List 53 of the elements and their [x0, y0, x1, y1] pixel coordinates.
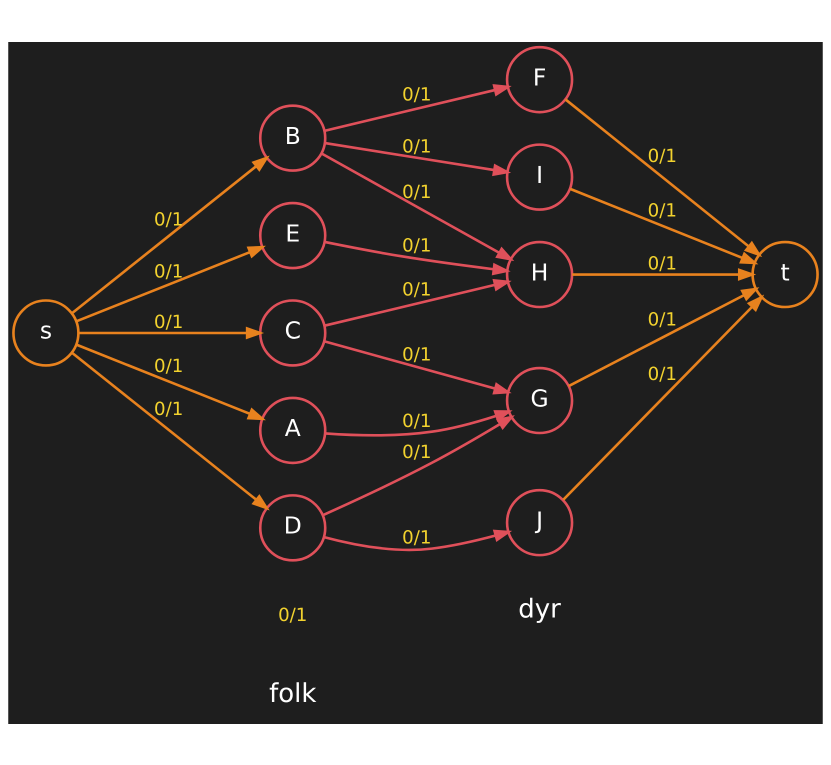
edge-label: 0/1 — [648, 145, 677, 166]
edge-label: 0/1 — [154, 312, 184, 333]
arrow — [322, 414, 515, 516]
edge-label: 0/1 — [648, 308, 677, 330]
arrow — [71, 351, 270, 510]
edge-label: 0/1 — [648, 364, 677, 385]
arrow — [320, 152, 514, 261]
node-circle: B — [258, 104, 327, 172]
edge-label: 0/1 — [402, 136, 432, 158]
edge-label: 0/1 — [402, 279, 432, 300]
arrow — [71, 154, 270, 314]
arrow — [324, 141, 512, 176]
arrow — [562, 294, 764, 500]
arrow — [76, 343, 266, 420]
edge-label: 0/1 — [402, 234, 432, 256]
node-circle: H — [506, 240, 574, 308]
arrow — [568, 286, 760, 387]
node-circle: I — [506, 142, 574, 210]
node-circle: t — [751, 240, 819, 308]
arrow — [324, 84, 512, 132]
arrow — [324, 278, 512, 326]
arrow — [76, 245, 266, 322]
edge-label: 0/1 — [402, 344, 432, 366]
node-circle: C — [258, 298, 327, 366]
arrow — [324, 529, 512, 551]
node-circle: G — [506, 366, 574, 434]
node-circle: J — [506, 488, 574, 556]
label: dyr — [518, 594, 561, 624]
arrow — [572, 268, 756, 280]
arrow — [570, 187, 758, 264]
edge-label: 0/1 — [648, 253, 677, 274]
arrow — [324, 240, 511, 275]
arrow — [564, 98, 762, 257]
edge-label: 0/1 — [648, 200, 677, 221]
edge-label: 0/1 — [402, 182, 432, 203]
edge-label: 0/1 — [154, 356, 184, 377]
label: 0/1 — [278, 604, 308, 626]
edge-label: 0/1 — [402, 441, 432, 462]
edge-label: 0/1 — [154, 208, 184, 230]
node-circle: E — [258, 201, 327, 269]
node-circle: A — [258, 396, 327, 464]
arrow — [325, 410, 513, 436]
node-circle: F — [506, 45, 574, 113]
node-circle: s — [12, 298, 80, 366]
edge-label: 0/1 — [154, 260, 184, 282]
arrow — [324, 340, 512, 394]
label: folk — [269, 678, 316, 708]
node-circle: D — [258, 494, 327, 562]
edge-label: 0/1 — [402, 527, 432, 548]
edge-label: 0/1 — [402, 84, 432, 106]
edge-label: 0/1 — [402, 410, 432, 432]
arrow — [78, 326, 264, 339]
edge-label: 0/1 — [154, 398, 184, 420]
